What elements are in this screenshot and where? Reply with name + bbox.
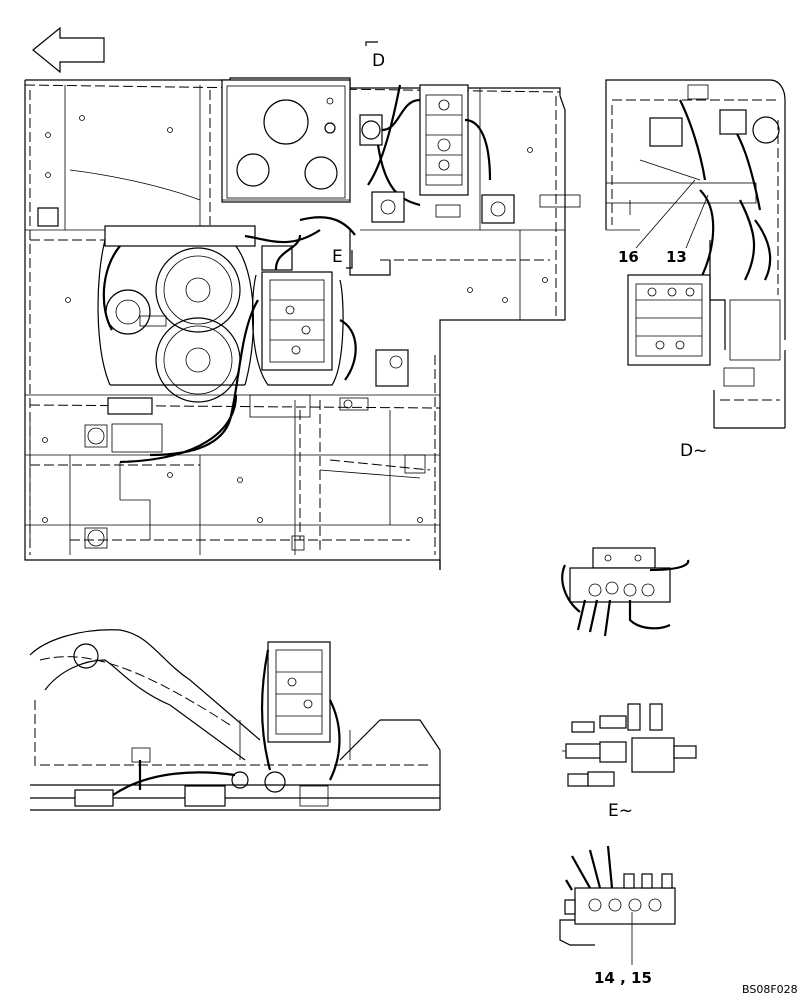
fitting-block-detail-1 [561,547,690,637]
part-13-label: 13 [666,248,687,266]
view-d-detail: 16 13 D~ [605,79,786,461]
part-16-label: 16 [618,248,639,266]
swing-bearing [97,239,255,403]
upper-frame-top-view: E [24,77,581,570]
view-e-caption: E~ [608,801,633,821]
fitting-block-detail-2: 14 , 15 [559,845,676,987]
control-valve-top [228,234,357,421]
view-e-marker: E [332,247,353,269]
view-d-marker: D [365,41,385,71]
fitting-block-detail-e: E~ [562,703,697,821]
drawing-code-label: BS08F028 [742,983,798,996]
view-d-marker-label: D [372,51,385,71]
pump-assembly [359,84,492,207]
part-14-15-label: 14 , 15 [594,969,652,987]
direction-arrow-icon [32,26,105,74]
view-e-marker-label: E [332,247,343,267]
side-view-elevation [29,629,441,811]
view-d-caption: D~ [680,441,707,461]
